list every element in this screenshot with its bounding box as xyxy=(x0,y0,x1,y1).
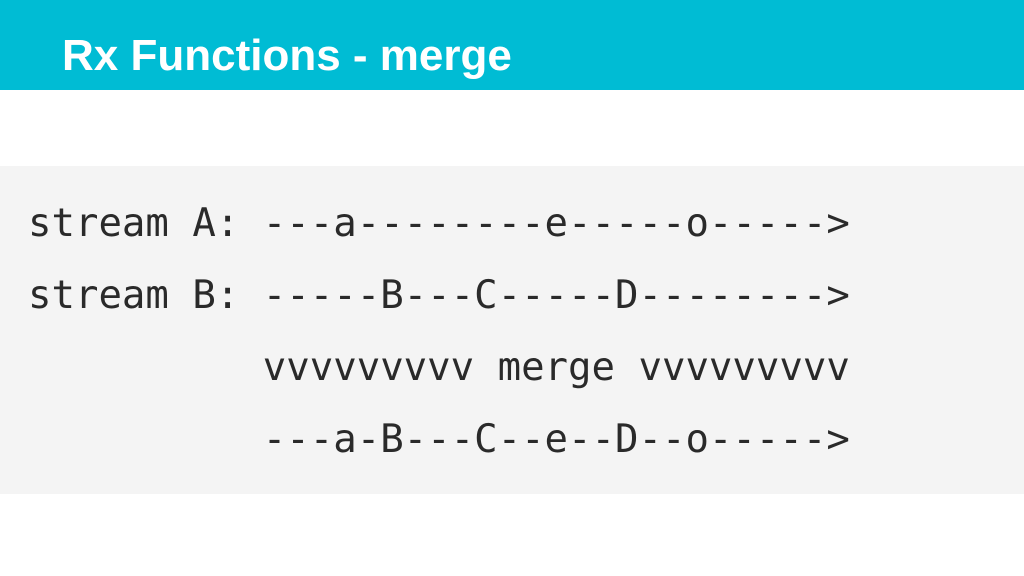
slide-title: Rx Functions - merge xyxy=(62,31,512,80)
code-line-stream-a: stream A: ---a--------e-----o-----> xyxy=(28,201,850,246)
code-line-merged-result: ---a-B---C--e--D--o-----> xyxy=(28,417,850,462)
code-line-merge-arrow: vvvvvvvvv merge vvvvvvvvv xyxy=(28,345,850,390)
code-block: stream A: ---a--------e-----o-----> strea… xyxy=(0,166,1024,494)
title-bar: Rx Functions - merge xyxy=(0,0,1024,90)
marble-diagram-code: stream A: ---a--------e-----o-----> strea… xyxy=(28,188,850,476)
code-line-stream-b: stream B: -----B---C-----D--------> xyxy=(28,273,850,318)
